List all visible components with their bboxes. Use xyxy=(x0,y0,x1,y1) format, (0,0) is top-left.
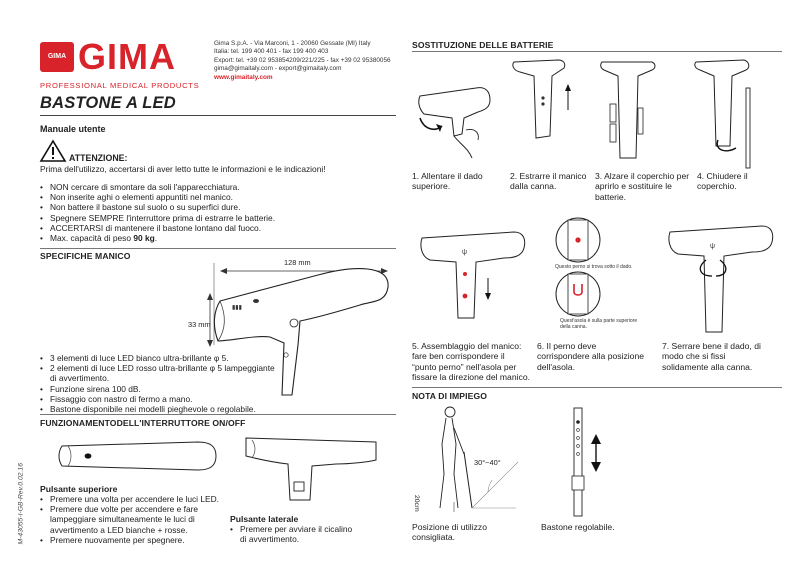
step4-caption: 4. Chiudere il coperchio. xyxy=(697,171,748,192)
gima-logo: GIMA GIMA xyxy=(40,36,205,82)
list-item: Non inserite aghi o elementi appuntiti n… xyxy=(40,192,400,202)
step4-drawing xyxy=(694,59,751,169)
step7-drawing: ψ xyxy=(668,225,774,333)
length-label: 128 mm xyxy=(284,258,311,267)
product-title: BASTONE A LED xyxy=(40,94,176,112)
step2-caption: 2. Estrarre il manico dalla canna. xyxy=(510,171,587,192)
step5-caption: 5. Assemblaggio del manico: fare ben cor… xyxy=(412,341,530,383)
posture-drawing xyxy=(439,406,519,512)
step6-caption: 6. Il perno deve corrispondere alla posi… xyxy=(537,341,645,372)
section-divider xyxy=(40,248,396,249)
weight-prefix: Max. capacità di peso xyxy=(50,233,132,244)
document-code: M-43055-I-GB-Rev.0.02.16 xyxy=(17,463,25,545)
section-divider xyxy=(412,51,782,52)
section-divider xyxy=(412,387,782,388)
company-line: Gima S.p.A. - Via Marconi, 1 - 20060 Ges… xyxy=(214,40,371,47)
list-item: Funzione sirena 100 dB. xyxy=(40,384,280,394)
warning-list: NON cercare di smontare da soli l'appare… xyxy=(40,182,400,243)
adjustable-cane-drawing xyxy=(571,407,601,517)
gima-badge: GIMA xyxy=(40,42,74,72)
list-item: Fissaggio con nastro di fermo a mano. xyxy=(40,394,280,404)
weight-value: 90 kg xyxy=(133,233,155,244)
list-item: Premere per avviare il cicalino di avver… xyxy=(230,524,360,544)
handle-specs-list: 3 elementi di luce LED bianco ultra-bril… xyxy=(40,353,280,414)
list-item: Premere due volte per accendere e fare l… xyxy=(40,504,220,535)
list-item: Spegnere SEMPRE l'interruttore prima di … xyxy=(40,213,400,223)
list-item: Max. capacità di peso 90 kg. xyxy=(40,233,400,243)
side-button-list: Premere per avviare il cicalino di avver… xyxy=(230,524,360,544)
handle-top-view-drawing xyxy=(58,441,217,471)
svg-text:▮▮▮: ▮▮▮ xyxy=(232,305,242,311)
list-item: 3 elementi di luce LED bianco ultra-bril… xyxy=(40,353,280,363)
list-item: Non battere il bastone sul suolo o su su… xyxy=(40,202,400,212)
warning-triangle-icon xyxy=(39,139,67,162)
distance-label: 20cm xyxy=(413,495,420,512)
handle-side-view-drawing xyxy=(245,437,377,501)
top-button-list: Premere una volta per accendere le luci … xyxy=(40,494,220,545)
weight-suffix: . xyxy=(154,233,158,244)
step7-caption: 7. Serrare bene il dado, di modo che si … xyxy=(662,341,761,372)
step2-drawing xyxy=(512,59,571,139)
list-item: Bastone disponibile nei modelli pieghevo… xyxy=(40,404,280,414)
gima-wordmark: GIMA xyxy=(78,36,176,77)
adjust-caption: Bastone regolabile. xyxy=(541,522,615,532)
list-item: Premere nuovamente per spegnere. xyxy=(40,535,220,545)
slot-note: Quest'asola è sulla parte superiore dell… xyxy=(560,318,638,330)
company-line: Italia: tel. 199 400 401 - fax 199 400 4… xyxy=(214,48,329,56)
step1-drawing xyxy=(418,87,491,159)
company-line: gima@gimaitaly.com - export@gimaitaly.co… xyxy=(214,65,342,73)
svg-text:ψ: ψ xyxy=(462,249,467,256)
company-line: Export: tel. +39 02 953854209/221/225 - … xyxy=(214,56,391,64)
list-item: 2 elementi di luce LED rosso ultra-brill… xyxy=(40,363,280,383)
title-divider xyxy=(40,115,396,116)
step3-drawing xyxy=(600,61,656,159)
top-button-title: Pulsante superiore xyxy=(40,484,118,494)
website-link[interactable]: www.gimaitaly.com xyxy=(214,73,273,81)
switch-title: FUNZIONAMENTODELL'INTERRUTTORE ON/OFF xyxy=(40,418,246,428)
manual-label: Manuale utente xyxy=(40,124,106,134)
step5-drawing: ψ xyxy=(420,231,526,319)
side-button-title: Pulsante laterale xyxy=(230,514,299,524)
step6-drawing xyxy=(555,217,601,317)
warning-text: Prima dell'utilizzo, accertarsi di aver … xyxy=(40,164,326,174)
battery-title: SOSTITUZIONE DELLE BATTERIE xyxy=(412,40,554,50)
list-item: NON cercare di smontare da soli l'appare… xyxy=(40,182,400,192)
usage-title: NOTA DI IMPIEGO xyxy=(412,391,488,401)
step1-caption: 1. Allentare il dado superiore. xyxy=(412,171,483,192)
brand-tagline: PROFESSIONAL MEDICAL PRODUCTS xyxy=(40,81,200,90)
angle-label: 30°~40° xyxy=(474,458,501,467)
warning-title: ATTENZIONE: xyxy=(69,153,128,163)
step3-caption: 3. Alzare il coperchio per aprirlo e sos… xyxy=(595,171,690,202)
list-item: ACCERTARSI di mantenere il bastone lonta… xyxy=(40,223,400,233)
handle-specs-title: SPECIFICHE MANICO xyxy=(40,251,131,261)
pin-note: Questo perno si trova sotto il dado. xyxy=(555,264,633,270)
list-item: Premere una volta per accendere le luci … xyxy=(40,494,220,504)
handle-dimension-drawing: ▮▮▮ xyxy=(207,263,389,396)
svg-text:ψ: ψ xyxy=(710,243,715,250)
section-divider xyxy=(40,414,396,415)
company-info: Gima S.p.A. - Via Marconi, 1 - 20060 Ges… xyxy=(214,40,409,82)
height-label: 33 mm xyxy=(188,320,211,329)
posture-caption: Posizione di utilizzo consigliata. xyxy=(412,522,487,543)
